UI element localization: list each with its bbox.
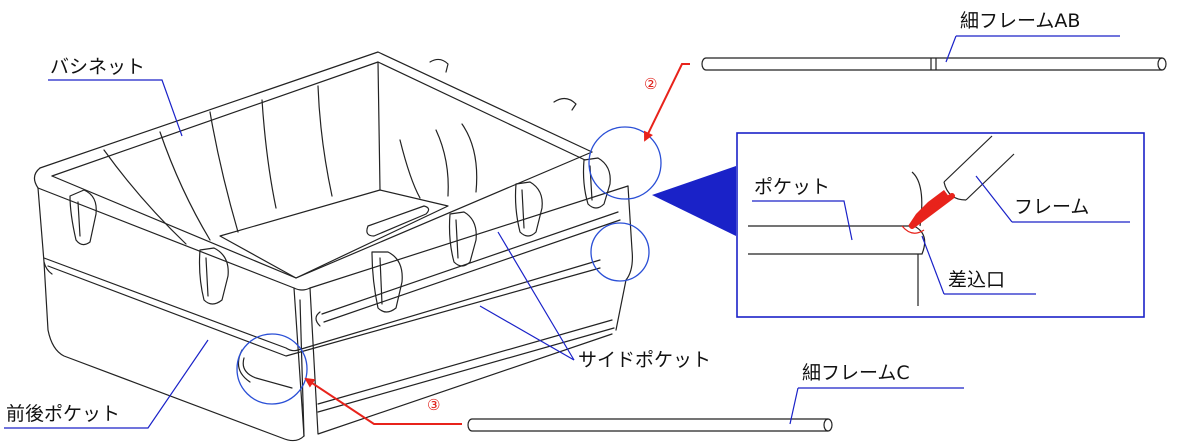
callout-circle-side-corner [590,222,650,282]
arrow-step-2 [644,63,690,142]
label-front-back-pocket: 前後ポケット [6,403,121,425]
label-thin-frame-c: 細フレームC [802,362,910,384]
label-side-pocket: サイドポケット [578,349,712,371]
arrow-step-3 [304,377,462,425]
insertion-arrow [908,190,950,226]
thin-frame-c-rod [467,418,833,432]
detail-pointer-triangle [652,166,736,236]
thin-frame-ab-rod [701,57,1167,71]
label-frame: フレーム [1014,196,1090,218]
leader-lines [4,35,1130,429]
label-insertion-opening: 差込口 [948,269,1006,291]
label-pocket: ポケット [754,176,831,198]
insertion-mark [901,225,925,234]
step-marker-3: ③ [427,396,441,414]
label-thin-frame-ab: 細フレームAB [960,10,1081,32]
bassinet-drawing [33,51,633,442]
step-marker-2: ② [644,75,658,93]
detail-box [736,132,1145,318]
callout-circle-rim-corner [588,126,662,200]
callout-circle-front-corner [236,333,308,405]
label-bassinet: バシネット [50,56,146,78]
